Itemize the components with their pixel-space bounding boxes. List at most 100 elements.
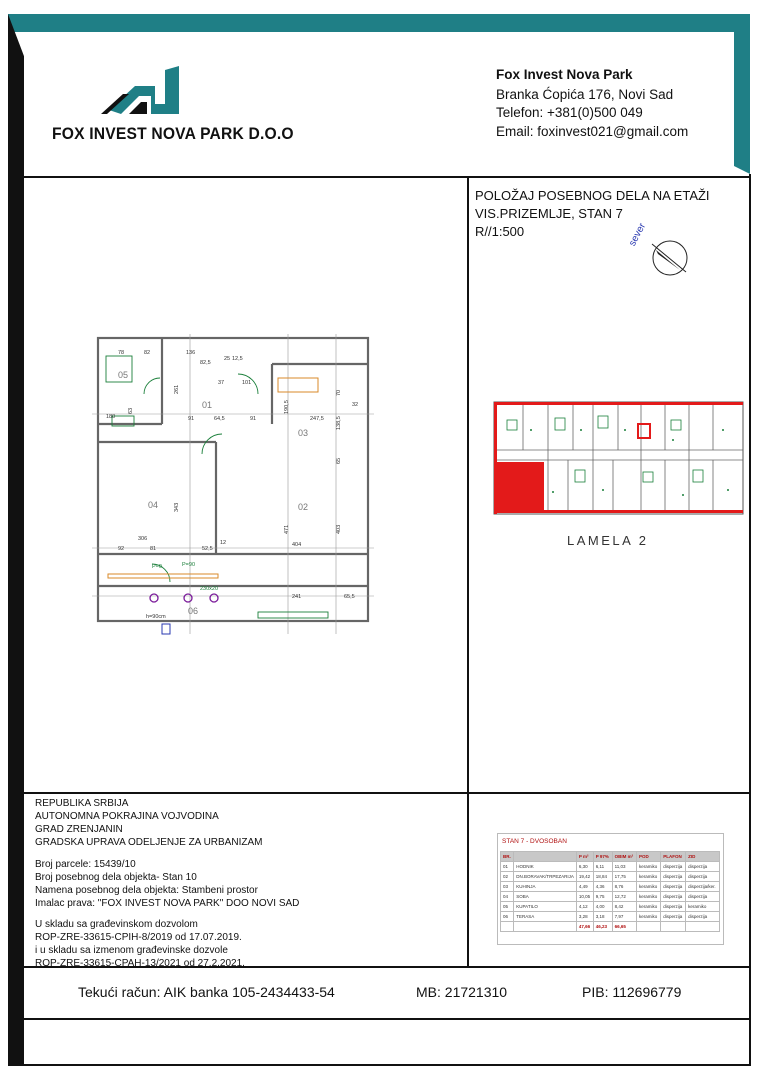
company-name: Fox Invest Nova Park [496, 67, 633, 82]
frame-bottom-line [8, 1064, 751, 1066]
logo-text: FOX INVEST NOVA PARK D.O.O [52, 124, 294, 143]
table-cell: keramiko [636, 911, 662, 922]
permit-line-1: U skladu sa građevinskom dozvolom [35, 919, 198, 930]
svg-text:471: 471 [284, 525, 290, 534]
room-label-04: 04 [148, 500, 158, 510]
svg-text:32: 32 [352, 402, 358, 408]
table-cell: disperzija [685, 871, 720, 882]
table-cell: 06 [499, 911, 515, 922]
svg-text:180: 180 [106, 414, 115, 420]
svg-text:65,5: 65,5 [344, 594, 355, 600]
svg-text:81: 81 [150, 546, 156, 552]
footer-bottom-divider [24, 1018, 751, 1020]
table-cell: keramiko [685, 901, 720, 912]
table-cell: 4,36 [592, 881, 613, 892]
pib-number: PIB: 112696779 [582, 984, 682, 1000]
table-total-cell: 46,23 [592, 921, 613, 932]
company-phone: Telefon: +381(0)500 049 [496, 105, 643, 120]
table-cell: 11,03 [611, 861, 638, 872]
table-cell: 8,76 [611, 881, 638, 892]
svg-text:12: 12 [220, 540, 226, 546]
svg-text:70: 70 [336, 390, 342, 396]
bank-account: Tekući račun: AIK banka 105-2434433-54 [78, 984, 335, 1000]
table-cell: keramiko [636, 871, 662, 882]
svg-text:52,5: 52,5 [202, 546, 213, 552]
room-label-02: 02 [298, 502, 308, 512]
footer-top-divider [24, 966, 751, 968]
room-label-05: 05 [118, 370, 128, 380]
svg-text:91: 91 [250, 416, 256, 422]
table-cell: disperzija/ker. [685, 881, 720, 892]
header-divider [24, 176, 751, 178]
table-cell: disperzija [685, 861, 720, 872]
svg-text:138,5: 138,5 [336, 416, 342, 430]
table-cell: 03 [499, 881, 515, 892]
table-cell: 7,97 [611, 911, 638, 922]
table-header-cell: POD [636, 851, 662, 862]
svg-text:306: 306 [138, 536, 147, 542]
table-cell: 02 [499, 871, 515, 882]
table-cell: 4,12 [575, 901, 594, 912]
svg-text:404: 404 [292, 542, 301, 548]
table-cell: 8,42 [611, 901, 638, 912]
svg-text:12,5: 12,5 [232, 356, 243, 362]
north-compass-icon [640, 236, 690, 280]
table-cell: disperzija [660, 891, 687, 902]
company-address: Branka Ćopića 176, Novi Sad [496, 87, 674, 102]
table-cell: disperzija [660, 861, 687, 872]
table-cell: keramiko [636, 891, 662, 902]
svg-text:82,5: 82,5 [200, 360, 211, 366]
unit-number: Broj posebnog dela objekta- Stan 10 [35, 872, 197, 883]
table-cell: 6,11 [592, 861, 613, 872]
svg-text:63: 63 [128, 408, 134, 414]
table-header-cell: OBIM m² [611, 851, 638, 862]
svg-text:190,5: 190,5 [284, 400, 290, 414]
info-column-divider [467, 792, 469, 966]
table-header-cell: ZID [685, 851, 720, 862]
svg-text:78: 78 [118, 350, 124, 356]
svg-text:343: 343 [174, 503, 180, 512]
table-header-cell: PLAFON [660, 851, 687, 862]
table-total-cell: 47,66 [575, 921, 594, 932]
table-cell: 05 [499, 901, 515, 912]
table-total-cell: 66,65 [611, 921, 638, 932]
area-table: BR. P m² P 97% OBIM m² POD PLAFON ZID 01… [499, 851, 720, 932]
teal-frame-top [8, 14, 750, 32]
table-cell: 12,72 [611, 891, 638, 902]
svg-text:h=90cm: h=90cm [146, 614, 166, 620]
svg-text:65: 65 [336, 458, 342, 464]
parcel-number: Broj parcele: 15439/10 [35, 859, 136, 870]
area-table-title: STAN 7 - DVOSOBAN [502, 838, 567, 845]
permit-line-3: i u skladu sa izmenom građevinske dozvol… [35, 945, 228, 956]
table-cell: TERASA [513, 911, 577, 922]
svg-text:P=0: P=0 [152, 564, 162, 570]
area-table-header-row: BR. P m² P 97% OBIM m² POD PLAFON ZID [499, 851, 720, 862]
table-cell: disperzija [660, 871, 687, 882]
info-top-divider [24, 792, 751, 794]
table-cell: SOBA [513, 891, 577, 902]
svg-text:64,5: 64,5 [214, 416, 225, 422]
info-line-2: AUTONOMNA POKRAJINA VOJVODINA [35, 811, 219, 822]
table-cell: 10,05 [575, 891, 594, 902]
dark-frame-left [8, 14, 24, 1066]
table-cell: disperzija [685, 891, 720, 902]
svg-text:403: 403 [336, 525, 342, 534]
table-cell: disperzija [660, 911, 687, 922]
svg-text:230x20: 230x20 [200, 586, 218, 592]
table-cell: 9,75 [592, 891, 613, 902]
info-line-1: REPUBLIKA SRBIJA [35, 798, 129, 809]
table-cell: 4,00 [592, 901, 613, 912]
table-cell: KUHINJA [513, 881, 577, 892]
table-cell: disperzija [660, 881, 687, 892]
table-header-cell: P m² [575, 851, 594, 862]
mb-number: MB: 21721310 [416, 984, 508, 1000]
table-total-cell [636, 921, 662, 932]
table-cell: KUPATILO [513, 901, 577, 912]
table-cell: keramiko [636, 861, 662, 872]
table-cell: 18,84 [592, 871, 613, 882]
